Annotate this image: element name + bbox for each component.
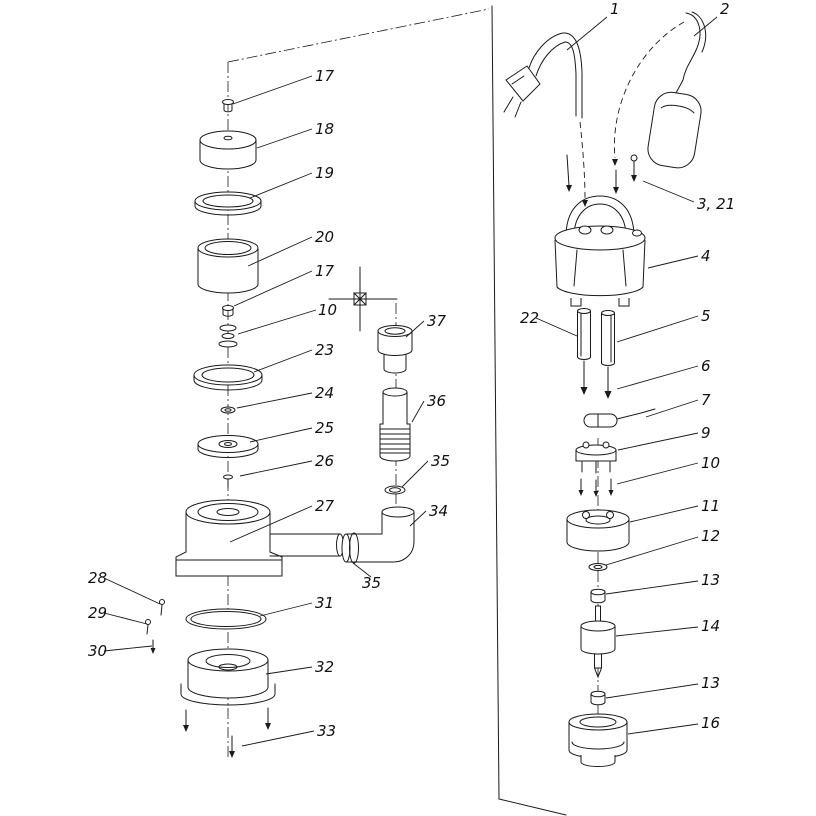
- part-17-nut: [222, 305, 234, 317]
- label-27: 27: [315, 497, 335, 515]
- label-18: 18: [315, 120, 334, 138]
- label-5: 5: [701, 307, 711, 325]
- label-36: 36: [427, 392, 446, 410]
- part-6-arrows: [580, 360, 612, 399]
- part-labels: 17 18 19 20 17 10 23 24 25 26 27 28 29 3…: [88, 0, 735, 740]
- label-34: 34: [429, 502, 448, 520]
- part-18-cap: [199, 130, 257, 170]
- part-4-motor-housing: [554, 195, 646, 307]
- label-25: 25: [315, 419, 334, 437]
- part-2-float-switch: [612, 11, 707, 169]
- part-14-rotor: [580, 605, 616, 679]
- part-19-gasket: [194, 191, 262, 216]
- label-11: 11: [701, 497, 720, 515]
- part-17-screw-top: [222, 99, 234, 113]
- label-14: 14: [701, 617, 720, 635]
- part-37-hose-adapter: [377, 325, 413, 374]
- datum-crosshair: [328, 266, 398, 332]
- label-31: 31: [315, 594, 334, 612]
- label-22: 22: [520, 309, 539, 327]
- part-28-29-30-screws: [145, 599, 165, 654]
- centerlines: [227, 8, 599, 764]
- part-26-screw: [223, 474, 233, 488]
- part-16-motor-base: [568, 713, 628, 767]
- label-2: 2: [720, 0, 730, 18]
- part-33-screws: [183, 707, 271, 758]
- label-17-upper: 17: [315, 67, 335, 85]
- part-7-protector: [583, 408, 656, 428]
- label-10-right: 10: [701, 454, 720, 472]
- part-25-impeller: [197, 435, 259, 458]
- label-28: 28: [88, 569, 107, 587]
- label-12: 12: [701, 527, 720, 545]
- label-16: 16: [701, 714, 720, 732]
- label-4: 4: [701, 247, 711, 265]
- label-29: 29: [88, 604, 107, 622]
- part-20-cup: [197, 238, 259, 294]
- part-9-terminal-block: [575, 441, 617, 474]
- part-35-ring-upper: [384, 485, 406, 495]
- label-23: 23: [315, 341, 334, 359]
- label-13-upper: 13: [701, 571, 720, 589]
- part-36-threaded-connector: [379, 387, 411, 462]
- label-32: 32: [315, 658, 334, 676]
- label-35-lower: 35: [362, 574, 381, 592]
- label-37: 37: [427, 312, 447, 330]
- label-30: 30: [88, 642, 107, 660]
- label-9: 9: [701, 424, 711, 442]
- label-33: 33: [317, 722, 336, 740]
- part-27-pump-body: [175, 499, 344, 577]
- label-35-upper: 35: [431, 452, 450, 470]
- part-11-bearing-housing: [566, 509, 630, 552]
- leader-lines: [103, 16, 718, 747]
- label-19: 19: [315, 164, 334, 182]
- label-17-lower: 17: [315, 262, 335, 280]
- part-13-nut-lower: [590, 690, 606, 706]
- part-22-5-tubes: [577, 308, 615, 366]
- label-10-left: 10: [318, 301, 337, 319]
- label-26: 26: [315, 452, 334, 470]
- label-13-lower: 13: [701, 674, 720, 692]
- label-7: 7: [701, 391, 711, 409]
- part-13-nut-upper: [590, 588, 606, 604]
- label-6: 6: [701, 357, 711, 375]
- panel-edge: [491, 5, 567, 816]
- part-24-washer: [220, 406, 236, 414]
- label-3-21: 3, 21: [697, 195, 735, 213]
- part-35-ring-lower: [349, 532, 359, 564]
- part-34-elbow: [341, 506, 415, 563]
- label-24: 24: [315, 384, 334, 402]
- part-3-21-fasteners: [613, 154, 638, 194]
- part-32-strainer-base: [180, 648, 276, 706]
- part-1-power-cord: [503, 32, 588, 207]
- label-20: 20: [315, 228, 334, 246]
- part-31-o-ring: [185, 608, 267, 630]
- part-10-washers: [218, 324, 238, 348]
- part-10-pins: [578, 478, 614, 497]
- part-23-seal-ring: [193, 364, 263, 391]
- part-12-washer: [588, 563, 608, 571]
- label-1: 1: [610, 0, 620, 18]
